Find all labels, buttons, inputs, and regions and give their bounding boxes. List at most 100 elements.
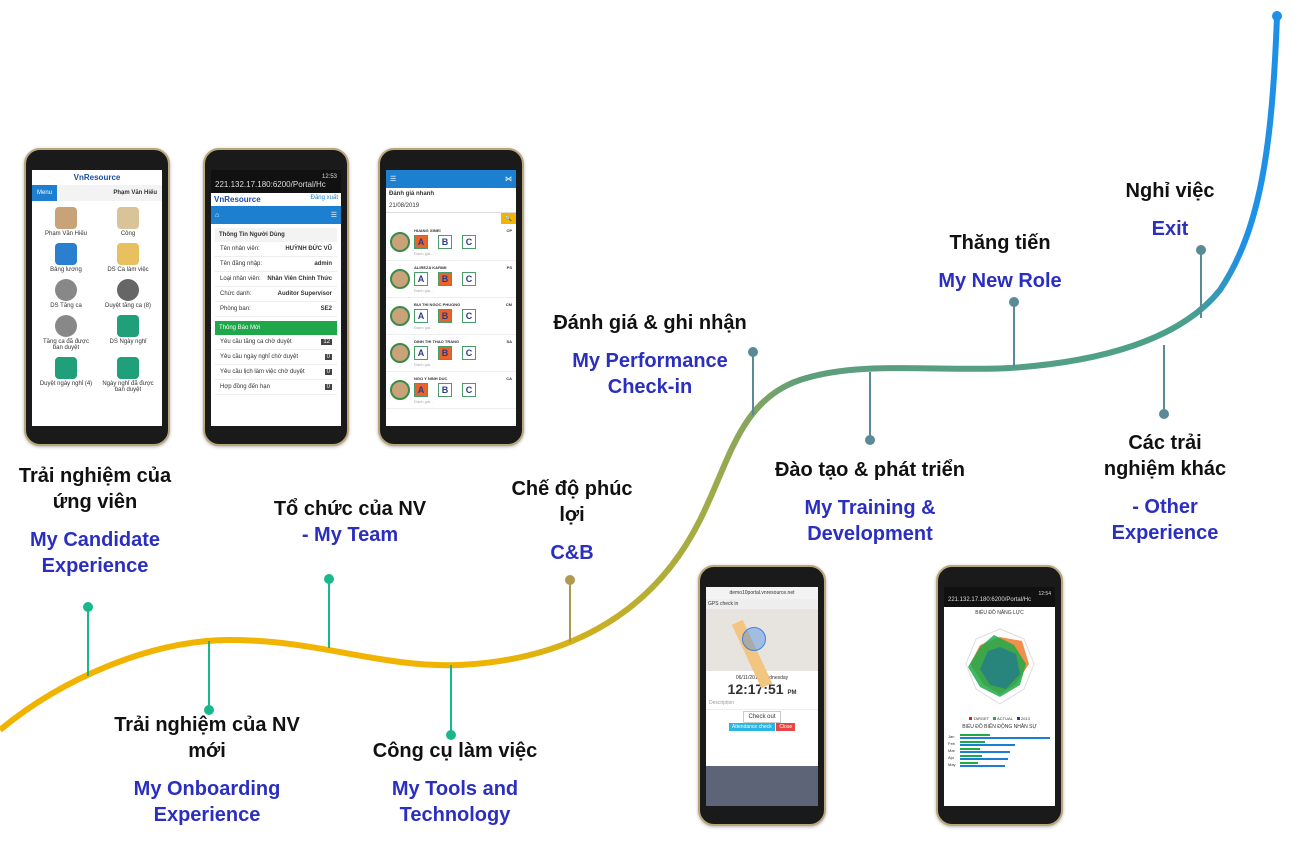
- field-label: Chức danh:: [220, 291, 252, 297]
- notice-label: Yêu cầu tăng ca chờ duyệt: [220, 339, 292, 345]
- comment-field[interactable]: Đánh giá...: [414, 251, 434, 256]
- comment-field[interactable]: Đánh giá...: [414, 288, 434, 293]
- marker-cb: [565, 575, 575, 585]
- legend-swatch: [969, 717, 973, 720]
- field-value: SE2: [320, 306, 332, 312]
- bar-row: Mar: [948, 747, 1051, 754]
- field-value: admin: [314, 261, 332, 267]
- bar: [960, 762, 978, 764]
- url-bar[interactable]: 221.132.17.180:6200/Portal/Hc: [215, 180, 326, 189]
- grade-c-button[interactable]: C: [462, 272, 476, 286]
- bar: [960, 744, 1015, 746]
- marker-candidate: [83, 602, 93, 612]
- close-button[interactable]: Close: [776, 723, 796, 731]
- info-row: Loại nhân viên:Nhân Viên Chính Thức: [215, 272, 337, 287]
- grade-a-button[interactable]: A: [414, 383, 428, 397]
- grade-a-button[interactable]: A: [414, 235, 428, 249]
- bar: [960, 755, 982, 757]
- marker-onboarding: [204, 705, 214, 715]
- notice-row[interactable]: Yêu cầu tăng ca chờ duyệt 12: [215, 335, 337, 350]
- grade-b-button[interactable]: B: [438, 309, 452, 323]
- tile-label: Duyệt ngày nghỉ (4): [39, 381, 93, 387]
- home-icon[interactable]: ⌂: [215, 211, 220, 219]
- info-row: Phòng ban: SE2: [215, 302, 337, 317]
- logout-link[interactable]: Đăng xuất: [310, 195, 338, 201]
- app-tile[interactable]: Duyệt tăng ca (8): [100, 279, 156, 309]
- app-tile[interactable]: Công: [100, 207, 156, 237]
- app-tile[interactable]: Ngày nghỉ đã được ban duyệt: [100, 357, 156, 393]
- employee-code: CP: [506, 228, 512, 233]
- month-label: Mar: [948, 748, 955, 753]
- grade-b-button[interactable]: B: [438, 346, 452, 360]
- field-value: Nhân Viên Chính Thức: [267, 276, 332, 282]
- journey-path: [0, 15, 1280, 733]
- grade-a-button[interactable]: A: [414, 346, 428, 360]
- grade-b-button[interactable]: B: [438, 235, 452, 249]
- avatar: [390, 380, 410, 400]
- legend-label: ACTUAL: [997, 716, 1013, 721]
- app-tile[interactable]: Phạm Văn Hiếu: [38, 207, 94, 237]
- month-label: Feb: [948, 741, 955, 746]
- tile-label: Ngày nghỉ đã được ban duyệt: [102, 381, 154, 393]
- legend-label: TARGET: [973, 716, 990, 721]
- info-row: Tên đăng nhập: admin: [215, 257, 337, 272]
- grade-a-button[interactable]: A: [414, 309, 428, 323]
- employee-code: SA: [506, 339, 512, 344]
- phone-evaluation-app: ☰⋈ Đánh giá nhanh 21/08/2019 🔍 HUANG XIM…: [378, 148, 524, 446]
- employee-code: CM: [505, 302, 512, 307]
- field-label: Phòng ban:: [220, 306, 251, 312]
- app-tile[interactable]: Bảng lương: [38, 243, 94, 273]
- comment-field[interactable]: Đánh giá...: [414, 362, 434, 367]
- marker-training: [865, 435, 875, 445]
- check-out-button[interactable]: Check out: [743, 711, 781, 723]
- comment-field[interactable]: Đánh giá...: [414, 325, 434, 330]
- notice-count-badge: 0: [324, 354, 332, 360]
- notice-count-badge: 12: [321, 339, 332, 345]
- grade-c-button[interactable]: C: [462, 235, 476, 249]
- attendance-check-button[interactable]: Attendance check: [728, 723, 775, 731]
- menu-button[interactable]: Menu: [32, 185, 58, 201]
- search-icon[interactable]: 🔍: [500, 213, 516, 224]
- grade-b-button[interactable]: B: [438, 383, 452, 397]
- phone-candidate-app: VnResource Menu Phạm Văn Hiếu Phạm Văn H…: [24, 148, 170, 446]
- tile-icon: [117, 357, 139, 379]
- employee-name: BUI THI NGOC PHUONG: [414, 302, 461, 307]
- app-tile[interactable]: Duyệt ngày nghỉ (4): [38, 357, 94, 393]
- app-tile[interactable]: DS Tăng ca: [38, 279, 94, 309]
- grade-c-button[interactable]: C: [462, 346, 476, 360]
- date-field[interactable]: 21/08/2019: [386, 200, 516, 213]
- month-label: May: [948, 762, 956, 767]
- url-bar[interactable]: demo10portal.vnresource.net: [706, 587, 818, 599]
- app-tile[interactable]: DS Ngày nghỉ: [100, 315, 156, 351]
- notice-label: Yêu cầu lịch làm việc chờ duyệt: [220, 369, 305, 375]
- bar: [960, 734, 990, 736]
- grade-b-button[interactable]: B: [438, 272, 452, 286]
- hamburger-icon[interactable]: ☰: [330, 212, 337, 219]
- comment-field[interactable]: Đánh giá...: [414, 399, 434, 404]
- avatar: [390, 269, 410, 289]
- field-label: Tên đăng nhập:: [220, 261, 263, 267]
- app-tile[interactable]: Tăng ca đã được ban duyệt: [38, 315, 94, 351]
- phone-attendance-app: demo10portal.vnresource.net GPS check in…: [698, 565, 826, 826]
- tile-label: Phạm Văn Hiếu: [44, 231, 88, 237]
- marker-new-role: [1009, 297, 1019, 307]
- notice-count-badge: 0: [324, 384, 332, 390]
- marker-team: [324, 574, 334, 584]
- stage-team: Tổ chức của NV- My Team: [273, 498, 427, 546]
- grade-a-button[interactable]: A: [414, 272, 428, 286]
- legend-item: 2013: [1016, 716, 1030, 721]
- map[interactable]: [706, 609, 818, 689]
- grade-c-button[interactable]: C: [462, 309, 476, 323]
- app-tile[interactable]: DS Ca làm việc: [100, 243, 156, 273]
- bar: [960, 751, 1010, 753]
- grade-c-button[interactable]: C: [462, 383, 476, 397]
